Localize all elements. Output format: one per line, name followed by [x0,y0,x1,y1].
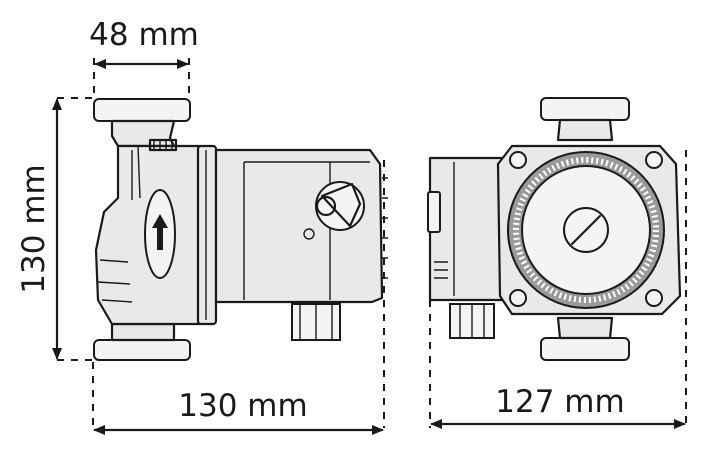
dimension-left-height: 130 mm [16,97,94,361]
pump-side-view [93,98,388,361]
front-top-flange [540,97,630,121]
dimension-top-width: 48 mm [89,17,199,96]
dimension-side-length: 130 mm [92,160,385,435]
front-bottom-flange [540,337,630,361]
bottom-flange [93,339,191,361]
top-flange [93,98,191,122]
dimension-front-width: 127 mm [429,150,687,429]
left-height-label: 130 mm [16,164,52,293]
top-width-label: 48 mm [89,17,199,53]
flow-arrow-icon [152,214,168,250]
side-length-label: 130 mm [178,388,307,424]
front-width-label: 127 mm [495,384,624,420]
pump-front-view [427,97,682,361]
motor-housing [214,148,384,304]
